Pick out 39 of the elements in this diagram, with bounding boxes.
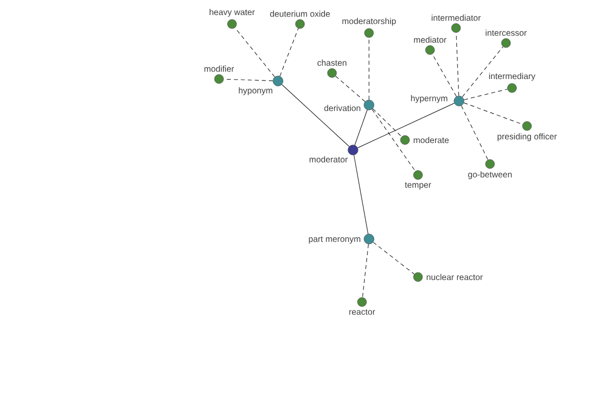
node-label: hyponym [238, 87, 272, 96]
connector-line [368, 37, 370, 100]
connector-line [234, 27, 276, 78]
node-label: reactor [349, 309, 376, 315]
connector-line [362, 244, 369, 298]
node-label: temper [404, 182, 432, 190]
connector-line [357, 102, 455, 148]
connector-line [280, 28, 299, 76]
node-label: moderator [310, 156, 348, 162]
connector-line [461, 105, 488, 160]
node-label: moderate [414, 136, 449, 144]
node-label: go-between [468, 171, 512, 180]
connector-line [464, 102, 523, 125]
node-label: intercessor [486, 30, 527, 36]
node-label: moderatorship [342, 18, 396, 26]
connector-line [432, 54, 457, 97]
connector-line [335, 76, 366, 102]
node-label: presiding officer [498, 133, 557, 142]
connector-line [462, 46, 504, 98]
node-label: chasten [317, 60, 346, 66]
node-label: part meronym [308, 236, 360, 244]
node-label: intermediator [432, 14, 481, 21]
connector-line [464, 88, 508, 100]
node-label: nuclear reactor [426, 274, 483, 280]
node-label: mediator [414, 36, 446, 43]
connector-line [456, 32, 460, 96]
node-label: modifier [204, 66, 234, 72]
node-label: deuterium oxide [270, 10, 330, 17]
node-label: derivation [324, 104, 360, 112]
connector-line [354, 110, 368, 146]
node-label: heavy water [210, 8, 255, 17]
connector-line [223, 78, 274, 82]
connector-line [354, 154, 368, 234]
node-label: intermediary [489, 72, 536, 81]
connector-line [282, 84, 350, 147]
connector-line [372, 108, 416, 172]
connector-line [372, 242, 415, 274]
connector-line [372, 108, 402, 138]
node-label: hypernym [411, 95, 448, 103]
